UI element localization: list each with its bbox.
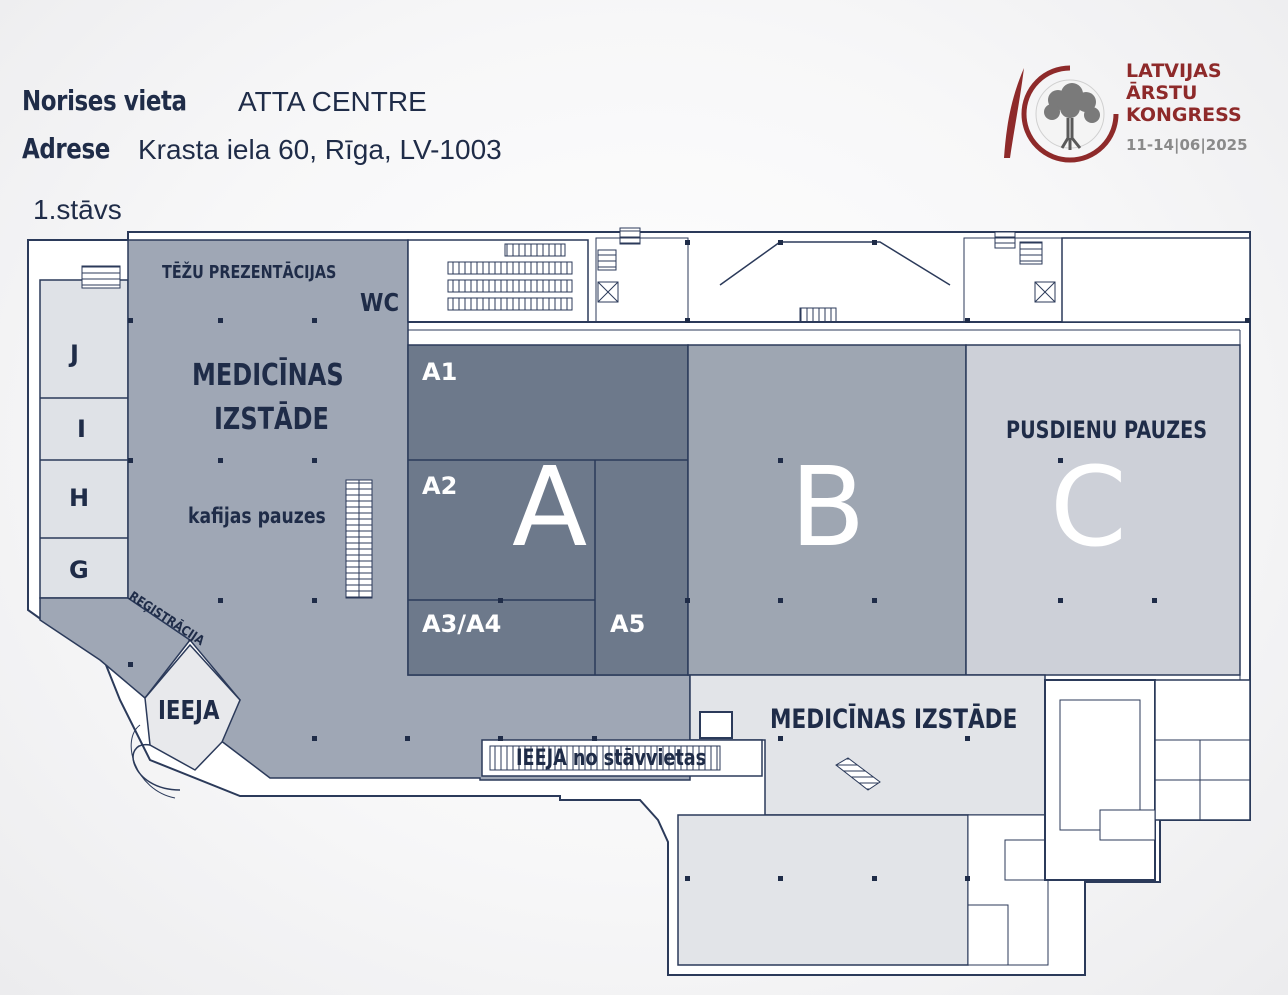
room-a1-label: A1 [422,358,458,386]
room-a5-label: A5 [610,610,646,638]
hall-a-letter: A [512,443,588,571]
address-label: Adrese [22,132,110,165]
hall-c [965,344,1241,676]
room-i-label: I [77,415,86,443]
hall-c-letter: C [1050,443,1127,571]
floor-label: 1.stāvs [33,194,122,225]
hall-b-letter: B [790,443,866,571]
side-rooms [39,279,192,700]
venue-value: ATTA CENTRE [238,86,427,117]
logo-dates: 11-14|06|2025 [1126,136,1248,154]
wc-label: WC [360,288,400,317]
room-a2-label: A2 [422,472,458,500]
parking-entrance-label: IEEJA no stāvvietas [516,746,707,771]
room-h-label: H [69,484,90,512]
entrance-label: IEEJA [158,696,220,726]
expo-label-line2: IZSTĀDE [214,402,329,437]
expo-label-line1: MEDICĪNAS [192,358,344,393]
room-g-label: G [69,556,89,584]
address-value: Krasta iela 60, Rīga, LV-1003 [138,134,502,165]
logo-line3: KONGRESS [1126,104,1242,126]
expo-lower-label: MEDICĪNAS IZSTĀDE [770,704,1018,735]
logo-line2: ĀRSTU [1126,82,1198,104]
room-a3a4-label: A3/A4 [422,610,502,638]
lunch-break-label: PUSDIENU PAUZES [1006,416,1208,444]
logo-line1: LATVIJAS [1126,60,1222,82]
thesis-presentations-label: TĒŽU PREZENTĀCIJAS [162,262,337,283]
tree-of-life-icon [1004,65,1119,163]
coffee-break-label: kafijas pauzes [188,504,326,528]
room-j-label: J [70,340,79,368]
hall-b [687,344,967,676]
venue-label: Norises vieta [22,84,187,117]
